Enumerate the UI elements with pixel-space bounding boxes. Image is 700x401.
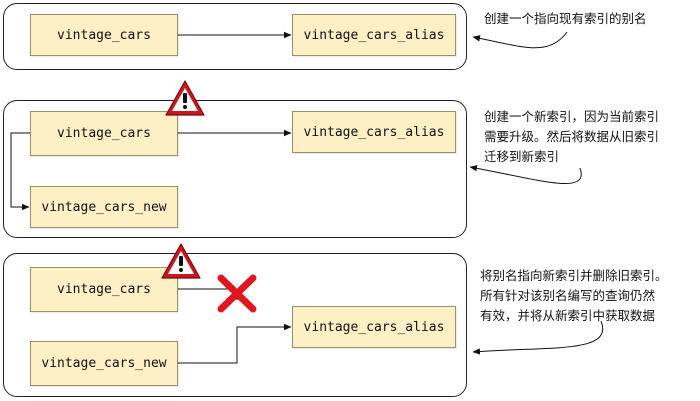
warning-icon xyxy=(165,80,205,116)
note-step-2: 创建一个新索引，因为当前索引 需要升级。然后将数据从旧索引 迁移到新索引 xyxy=(484,109,660,164)
index-box-vintage-cars: vintage_cars xyxy=(30,111,178,156)
note-step-3: 将别名指向新索引并删除旧索引。 所有针对该别名编写的查询仍然 有效，并将从新索引… xyxy=(480,268,668,323)
arrow-icon xyxy=(178,323,292,364)
callout-arrow xyxy=(472,31,568,49)
index-box-vintage-cars-new: vintage_cars_new xyxy=(30,186,178,228)
index-box-vintage-cars: vintage_cars xyxy=(30,14,178,56)
index-box-vintage-cars-alias: vintage_cars_alias xyxy=(292,306,456,348)
index-box-vintage-cars-alias: vintage_cars_alias xyxy=(292,14,456,56)
migration-arrow xyxy=(10,132,30,211)
index-box-vintage-cars-alias: vintage_cars_alias xyxy=(292,111,456,153)
index-box-vintage-cars: vintage_cars xyxy=(30,267,178,312)
callout-arrow xyxy=(472,320,604,355)
note-step-1: 创建一个指向现有索引的别名 xyxy=(484,11,647,26)
warning-icon xyxy=(161,243,201,279)
index-box-vintage-cars-new: vintage_cars_new xyxy=(30,341,178,386)
delete-x-icon xyxy=(217,274,257,313)
callout-arrow xyxy=(469,165,582,184)
